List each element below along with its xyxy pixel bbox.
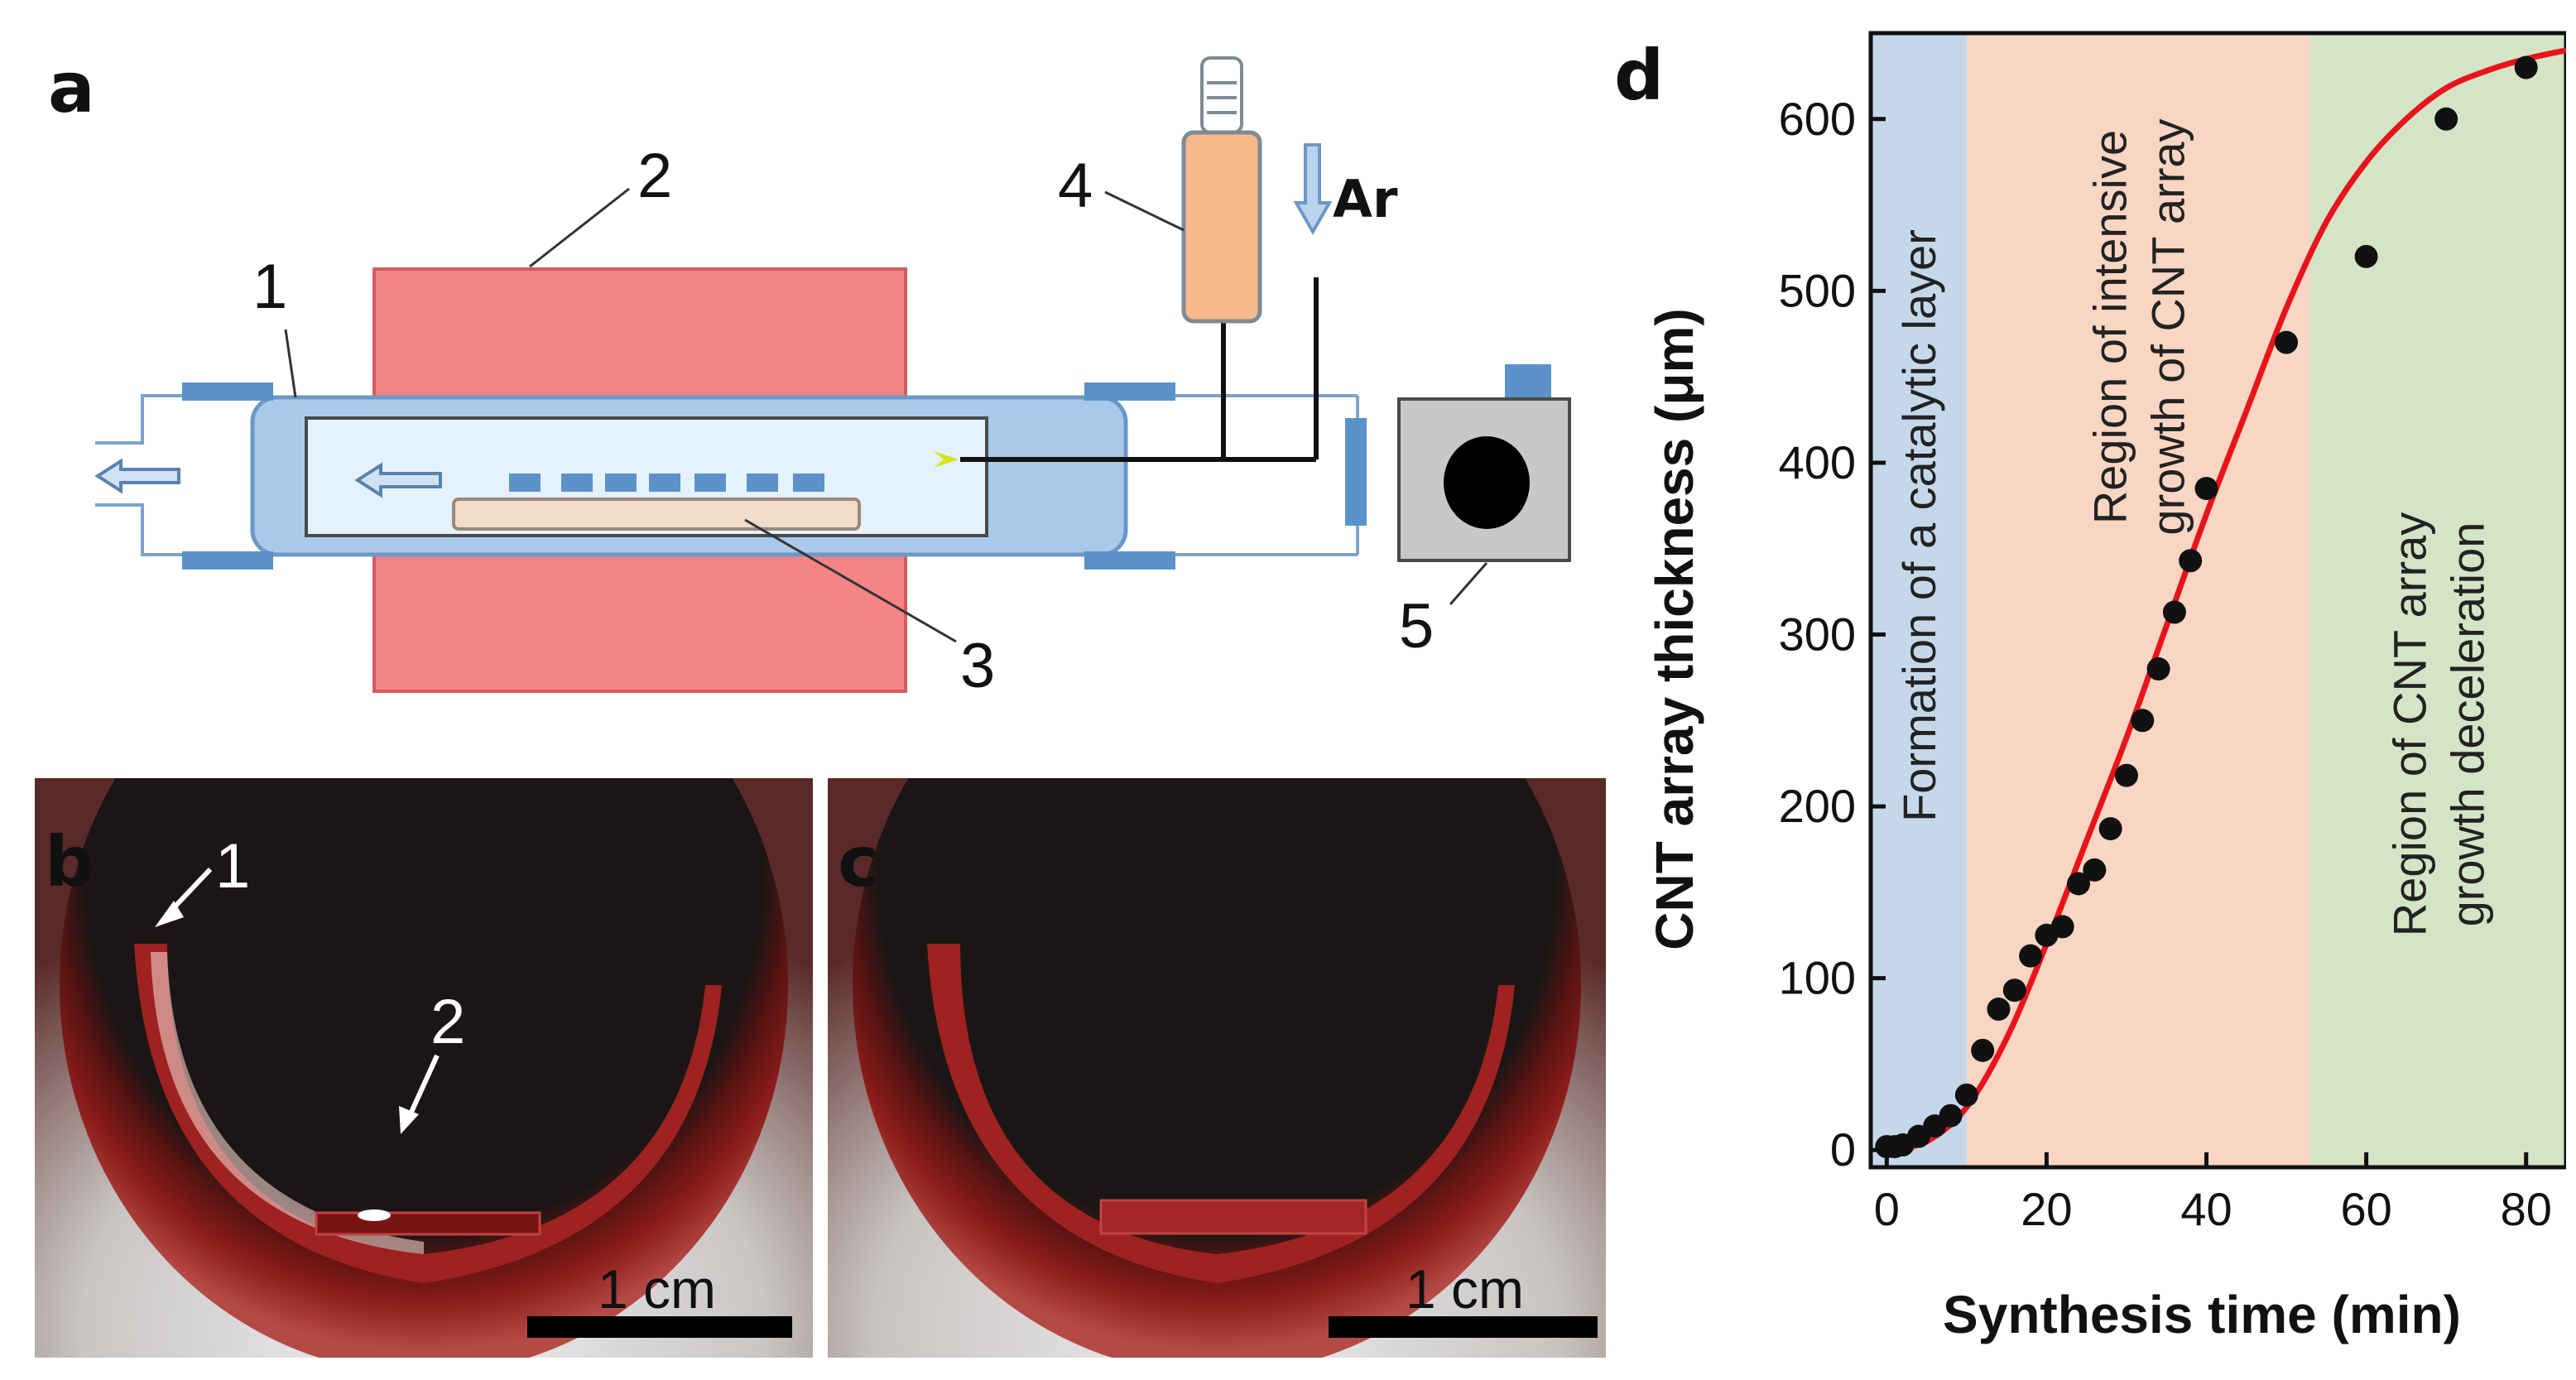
label-5: 5: [1399, 591, 1434, 661]
data-point: [2514, 55, 2538, 79]
y-tick-label: 100: [1779, 952, 1856, 1004]
y-axis-label: CNT array thickness (μm): [1645, 308, 1704, 950]
region-label-0-line-0: Formation of a catalytic layer: [1893, 229, 1945, 822]
y-tick-label: 600: [1779, 93, 1856, 145]
scale-bar-b-label: 1 cm: [598, 1258, 716, 1320]
label-2: 2: [637, 141, 672, 211]
label-4: 4: [1058, 151, 1093, 221]
data-point: [2019, 944, 2043, 968]
x-tick-label: 60: [2340, 1183, 2391, 1235]
data-point: [2050, 915, 2074, 939]
gauge-box: [1397, 364, 1571, 562]
precursor-vial: [1181, 56, 1262, 324]
fit-curve: [1886, 47, 2566, 1153]
photo-b-label-1: 1: [215, 831, 250, 902]
x-tick-label: 80: [2501, 1183, 2552, 1235]
data-point: [2354, 244, 2378, 268]
scale-bar-c-label: 1 cm: [1406, 1258, 1524, 1320]
fit-curve-line: [1886, 47, 2566, 1153]
data-point: [2434, 107, 2458, 131]
scale-bar-c: [1329, 1316, 1598, 1338]
data-point: [2098, 817, 2122, 841]
region-label-2-line-0: Region of CNT array: [2384, 512, 2436, 937]
data-point: [1987, 998, 2011, 1022]
y-tick-label: 400: [1779, 436, 1856, 488]
y-tick-label: 300: [1779, 608, 1856, 661]
data-point: [1971, 1038, 1995, 1062]
leader-lines: [284, 187, 1488, 643]
panel-letter-b: b: [45, 821, 94, 902]
y-tick-label: 200: [1779, 780, 1856, 832]
region-band-2: [2310, 33, 2566, 1167]
region-band-0: [1871, 33, 1967, 1167]
sample-holder: [452, 498, 861, 531]
data-points: [1875, 55, 2538, 1159]
label-3: 3: [960, 631, 995, 701]
panel-letter-a: a: [48, 47, 95, 128]
data-point: [2275, 330, 2299, 354]
panel-letter-d: d: [1614, 35, 1664, 116]
data-point: [2194, 477, 2218, 501]
x-tick-label: 20: [2021, 1183, 2072, 1235]
y-tick-label: 0: [1830, 1123, 1856, 1176]
chart-regions: Formation of a catalytic layer Region of …: [1871, 33, 2566, 1167]
flow-arrow-inner: [354, 462, 442, 498]
data-point: [1954, 1083, 1978, 1107]
feed-line: [960, 277, 1319, 462]
data-point: [2083, 858, 2107, 882]
reactor-schematic: a: [48, 47, 1571, 701]
data-point: [2114, 763, 2138, 787]
data-point: [2002, 979, 2026, 1003]
x-tick-label: 0: [1874, 1183, 1900, 1235]
argon-label: Ar: [1333, 169, 1398, 229]
label-1: 1: [252, 252, 287, 322]
thickness-chart: d Formation of a catalytic layer Region o…: [1614, 31, 2566, 1344]
photo-b-label-2: 2: [430, 987, 465, 1057]
substrate-row: [509, 474, 824, 492]
photo-b: [35, 778, 813, 1358]
data-point: [1939, 1104, 1963, 1128]
data-point: [2179, 549, 2203, 573]
photo-b-overlay: b 1 2 1 cm: [45, 821, 792, 1338]
data-point: [2131, 709, 2155, 733]
panel-letter-c: c: [838, 821, 879, 902]
photo-c: [828, 778, 1606, 1358]
x-axis-label: Synthesis time (min): [1943, 1285, 2461, 1344]
plot-frame: [1868, 31, 2566, 1170]
flow-arrow-outer: [94, 458, 180, 494]
photo-b-arrows: [155, 867, 440, 1134]
region-band-1: [1966, 33, 2311, 1167]
x-tick-label: 40: [2180, 1183, 2232, 1235]
region-label-1-line-0: Region of intensive: [2083, 130, 2136, 524]
nozzle-spark-icon: [934, 451, 959, 468]
photo-c-overlay: c 1 cm: [838, 821, 1598, 1338]
tube-flanges: [182, 382, 1367, 570]
data-point: [2067, 872, 2091, 896]
viewport-circle: [1444, 436, 1530, 529]
data-point: [2162, 600, 2186, 624]
argon-flow-arrow: [1293, 143, 1333, 236]
chart-axes: 0 20 40 60 80 0 100 200 300 400 500 600: [1779, 31, 2566, 1235]
scale-bar-b: [527, 1316, 792, 1338]
y-tick-label: 500: [1779, 264, 1856, 316]
data-point: [2146, 657, 2170, 681]
region-label-2-line-1: growth deceleration: [2442, 522, 2494, 927]
region-label-1-line-1: growth of CNT array: [2141, 118, 2194, 535]
